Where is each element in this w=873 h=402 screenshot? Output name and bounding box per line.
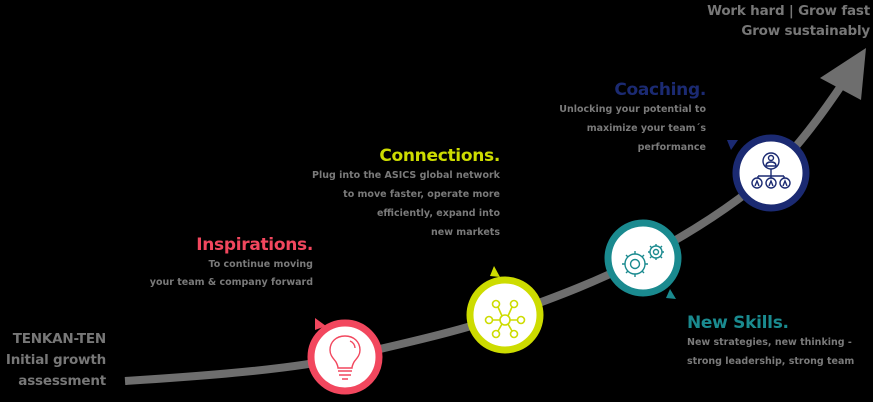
goal-label: Work hard | Grow fast Grow sustainably [707,1,870,41]
stage-desc-line: To continue moving [208,259,314,270]
stage-connections: Connections. Plug into the ASICS global … [312,146,500,242]
stage-desc-line: your team & company forward [149,277,313,288]
stage-desc-line: efficiently, expand into [376,208,500,219]
start-line-3: assessment [18,373,106,389]
goal-line-2: Grow sustainably [741,23,870,39]
pointer-triangle-navy [727,140,738,150]
stage-title: New Skills. [687,313,789,333]
stage-new-skills: New Skills. New strategies, new thinking… [687,313,854,371]
start-line-1: TENKAN-TEN [12,331,106,347]
stage-desc-line: New strategies, new thinking - [687,337,852,348]
stage-desc-line: Unlocking your potential to [559,104,706,115]
stage-circle-connections [466,276,544,354]
stage-circle-new-skills [604,219,682,297]
arrowhead-icon [820,48,866,100]
start-label: TENKAN-TEN Initial growth assessment [6,329,106,392]
stage-desc-line: to move faster, operate more [343,189,500,200]
stage-desc-line: strong leadership, strong team [687,356,855,367]
stage-circle-coaching [732,134,810,212]
pointer-triangle-lime [490,266,500,277]
stage-desc-line: performance [637,142,706,153]
stage-coaching: Coaching. Unlocking your potential to ma… [559,80,706,157]
lightbulb-icon [329,335,361,380]
start-line-2: Initial growth [5,352,106,368]
goal-line-1: Work hard | Grow fast [707,3,870,19]
stage-title: Coaching. [614,80,706,100]
network-hub-icon [484,299,526,339]
stage-desc-line: maximize your team´s [586,123,706,134]
stage-inspirations: Inspirations. To continue moving your te… [149,235,314,292]
team-hierarchy-icon [751,152,791,189]
gears-icon [622,244,664,277]
stage-desc-line: new markets [431,227,500,238]
stage-circle-inspirations [307,319,383,395]
stage-desc-line: Plug into the ASICS global network [312,170,500,181]
stage-title: Inspirations. [196,235,313,255]
pointer-triangle-teal [666,289,676,299]
stage-title: Connections. [379,146,500,166]
